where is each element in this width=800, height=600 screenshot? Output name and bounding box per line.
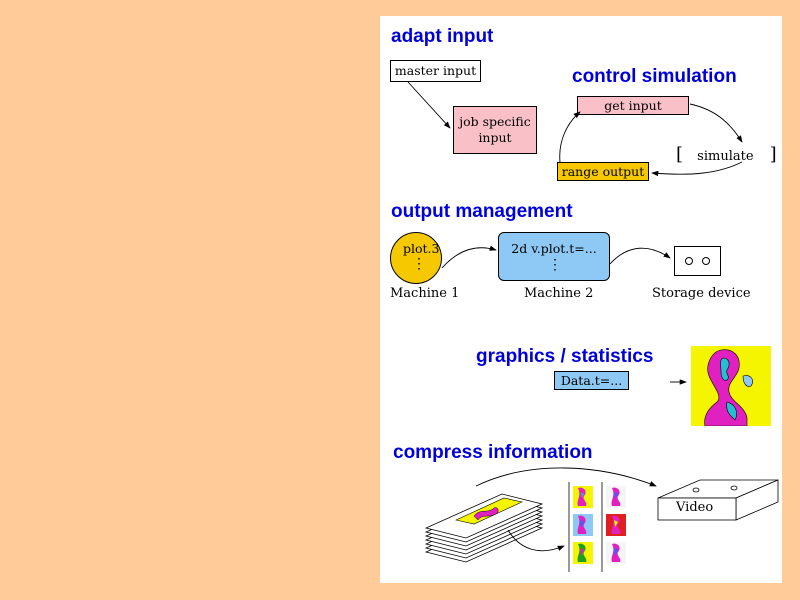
video-label: Video: [676, 500, 714, 515]
arrow-machine1-to-machine2: [441, 245, 497, 269]
output-management-heading: output management: [391, 201, 573, 222]
machine1-circle: plot.3 ⋮: [390, 232, 442, 284]
machine2-box: 2d v.plot.t=...: [498, 232, 610, 281]
machine2-box-label: 2d v.plot.t=...: [511, 241, 597, 256]
get-input-label: get input: [604, 97, 662, 113]
arrow-master-to-job: [407, 81, 451, 129]
frame-stack: [424, 493, 544, 563]
machine2-label: Machine 2: [524, 286, 594, 301]
storage-device-label: Storage device: [652, 286, 751, 301]
data-box-label: Data.t=...: [560, 372, 623, 388]
plot-cyan-region: [720, 357, 737, 421]
thumbnail-r1c2: [606, 486, 626, 508]
master-input-box: master input: [390, 60, 481, 82]
machine1-label: Machine 1: [390, 286, 460, 301]
job-specific-label-line2: input: [478, 130, 512, 145]
control-simulation-heading: control simulation: [572, 66, 737, 87]
storage-hole-2: [701, 257, 710, 265]
thumbnail-r2c2: [606, 514, 626, 536]
thumbnail-r1c1: [573, 486, 593, 508]
simulate-bracket-left: [: [676, 144, 684, 165]
compress-information-heading: compress information: [393, 442, 593, 463]
machine2-dots: ⋮: [548, 257, 562, 273]
arrow-machine2-to-storage: [609, 247, 671, 265]
master-input-label: master input: [394, 63, 477, 79]
plot-blue-region: [742, 375, 753, 387]
job-specific-input-box: job specific input: [453, 106, 537, 154]
arrow-get-input-to-simulate: [689, 103, 743, 143]
adapt-input-heading: adapt input: [391, 26, 494, 47]
graphics-statistics-heading: graphics / statistics: [476, 346, 654, 367]
thumbnail-r3c2: [606, 542, 626, 564]
plot-magenta-region: [704, 349, 748, 426]
frame-stack-top-blob: [473, 507, 499, 521]
storage-hole-1: [685, 257, 694, 265]
frame-grid: [568, 482, 626, 572]
simulate-text: simulate: [697, 149, 754, 164]
diagram-panel: adapt input master input job specific in…: [380, 16, 782, 583]
data-box: Data.t=...: [554, 371, 629, 390]
arrow-range-to-get-input: [559, 111, 581, 163]
simulate-bracket-right: ]: [769, 144, 777, 165]
range-output-label: range output: [561, 163, 645, 179]
simulate-label: [ simulate ]: [676, 144, 777, 165]
plot-image: [691, 346, 771, 426]
job-specific-label-line1: job specific: [459, 114, 531, 130]
video-device-hole-2: [730, 485, 738, 491]
arrow-stack-to-video: [475, 467, 657, 487]
video-device: [657, 479, 779, 521]
circle-dots: ⋮: [412, 256, 426, 272]
arrow-simulate-to-range: [651, 161, 743, 177]
thumbnail-r2c1: [573, 514, 593, 536]
circle-label: plot.3: [403, 241, 440, 256]
range-output-box: range output: [557, 162, 649, 181]
arrow-stack-to-grid: [507, 529, 565, 552]
video-device-hole-1: [692, 487, 700, 493]
connector-arrows: [407, 81, 743, 552]
video-device-front: [657, 497, 737, 521]
storage-device-box: [674, 246, 721, 276]
thumbnail-r3c1: [573, 542, 593, 564]
get-input-box: get input: [577, 96, 689, 115]
